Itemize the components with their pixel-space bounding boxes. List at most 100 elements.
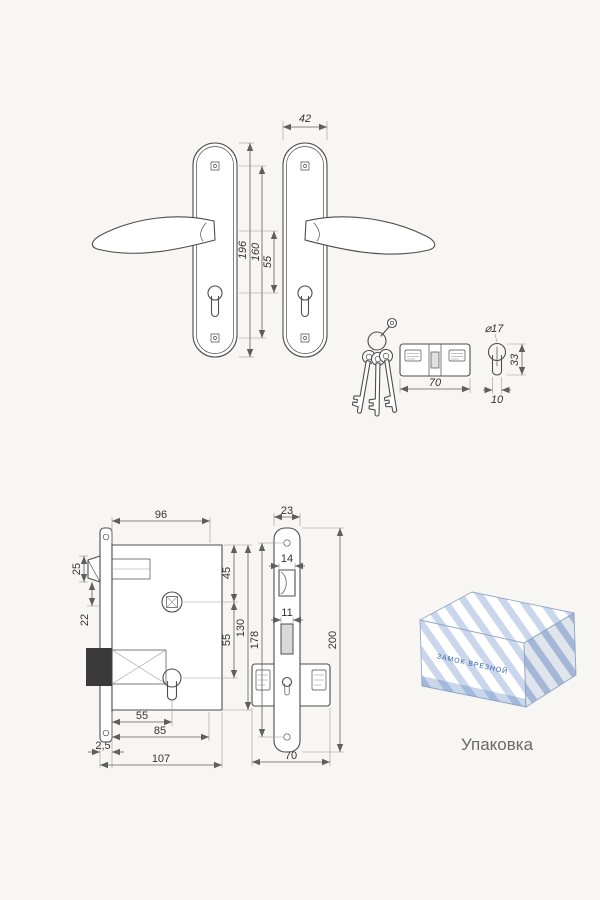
package-caption: Упаковка: [461, 735, 534, 754]
dim-faceplate-height: 200: [302, 527, 344, 753]
dim-cylinder-height: 33: [507, 343, 526, 376]
dim-latch-width: 14: [269, 553, 305, 570]
dim-faceplate-width: 23: [273, 505, 301, 526]
right-backplate-inner: [286, 146, 324, 354]
left-top-screw: [210, 161, 220, 171]
handle-set-drawing: 42 196 160 55: [91, 113, 436, 358]
plate-cylinder-slot: [284, 683, 290, 696]
right-bottom-screw: [300, 333, 310, 343]
right-handle: [304, 216, 436, 255]
dim-label-screw-spacing: 160: [250, 242, 262, 261]
dim-case-depth: 70: [251, 708, 331, 766]
left-handle: [91, 216, 216, 254]
dim-label-case-depth: 70: [285, 750, 297, 762]
dim-label-total-depth: 107: [152, 753, 170, 765]
package-box: ЗАМОК ВРЕЗНОЙ: [418, 591, 577, 708]
cylinder-profile-slot: [491, 354, 503, 376]
dim-label-faceplate-height: 200: [327, 631, 339, 649]
dim-label-cylinder-length: 70: [429, 377, 442, 389]
handle-follower: [161, 591, 183, 613]
right-keyhole-circle: [297, 285, 313, 301]
cylinder-drawing: 70 ⌀17 33 10: [399, 323, 526, 406]
dim-cylinder-length: 70: [399, 377, 471, 393]
lock-faceplate-edge: [99, 527, 113, 743]
dim-handle-to-keyhole: 55: [239, 230, 278, 294]
dim-label-cylinder-height: 33: [509, 353, 521, 366]
key-ring: [367, 331, 387, 351]
latch-bolt: [87, 555, 101, 583]
dim-label-top-to-follower: 45: [221, 567, 233, 579]
right-bottom-screw-dot: [303, 336, 307, 340]
deadbolt: [86, 648, 112, 686]
dim-label-backset: 55: [136, 710, 148, 722]
faceplate-screw-hole-top: [283, 539, 291, 547]
cylinder-label-left: [404, 349, 422, 362]
right-top-screw: [300, 161, 310, 171]
box-side-face: [523, 612, 577, 708]
dim-body-height: 130: [222, 545, 252, 711]
faceplate-drawing: 23 14 11 178 200: [249, 505, 344, 766]
right-top-screw-dot: [303, 164, 307, 168]
dim-label-profile-width: 10: [491, 394, 504, 406]
dim-label-bolt-width: 11: [281, 607, 292, 619]
dim-label-offset-85: 85: [154, 725, 166, 737]
latch-opening: [278, 569, 296, 597]
dim-bolt-width: 11: [271, 607, 303, 624]
key-3: [376, 348, 402, 415]
dim-body-width: 96: [111, 509, 211, 543]
left-backplate-inner: [196, 146, 234, 354]
cylinder-cam: [430, 351, 440, 369]
deadbolt-tail: [111, 649, 167, 685]
dim-label-plate-width: 42: [299, 113, 311, 125]
dim-profile-width: 10: [483, 377, 511, 406]
case-label-right: [311, 669, 327, 691]
dim-cylinder-diameter: ⌀17: [485, 323, 505, 343]
dim-label-plate-height: 196: [237, 240, 249, 259]
dim-label-screw-hole-spacing: 178: [249, 631, 261, 649]
latch-bevel-line: [280, 571, 287, 595]
faceplate-edge-screw-bottom: [102, 729, 110, 737]
box-front-band: [422, 676, 526, 707]
plate-cylinder-hole: [281, 676, 293, 688]
faceplate-screw-hole-bottom: [283, 733, 291, 741]
dim-offset-22: 22: [79, 582, 100, 626]
dim-offset-85: 85: [112, 712, 210, 741]
dim-label-handle-to-keyhole: 55: [262, 255, 274, 268]
dim-plate-height: 196: [237, 142, 254, 358]
dim-follower-to-cylinder: 55: [183, 602, 238, 679]
dim-label-body-height: 130: [235, 619, 247, 637]
dim-plate-width: 42: [282, 113, 328, 140]
lock-body-drawing: 96 25 22 45 55 1: [71, 509, 252, 769]
left-bottom-screw: [210, 333, 220, 343]
bolt-opening: [280, 623, 294, 655]
follower-square-hole: [166, 596, 178, 608]
faceplate-edge-screw-top: [102, 533, 110, 541]
small-key: [380, 317, 398, 337]
left-top-screw-dot: [213, 164, 217, 168]
dim-label-faceplate-thickness: 2,5: [95, 740, 110, 752]
dim-label-latch-width: 14: [281, 553, 293, 565]
cylinder-label-right: [448, 349, 466, 362]
right-backplate: [282, 142, 328, 358]
dim-label-cylinder-diameter: ⌀17: [485, 323, 505, 335]
dim-label-offset-22: 22: [79, 614, 91, 626]
dim-top-to-follower: 45: [184, 544, 252, 603]
right-handle-neck-line: [313, 222, 320, 242]
dim-screw-spacing: 160: [239, 165, 266, 339]
dim-faceplate-thickness: 2,5: [88, 740, 124, 768]
dim-screw-hole-spacing: 178: [249, 542, 283, 738]
left-keyhole-circle: [207, 285, 223, 301]
dim-label-faceplate-width: 23: [281, 505, 293, 517]
left-keyhole-slot: [210, 295, 220, 318]
dim-total-depth: 107: [100, 712, 223, 769]
left-handle-neck-line: [200, 222, 207, 242]
left-backplate: [192, 142, 238, 358]
cylinder-hole-circle: [162, 668, 182, 688]
dim-latch-height: 25: [71, 555, 88, 583]
dim-label-latch-height: 25: [71, 563, 83, 575]
keys: [350, 317, 402, 417]
right-keyhole-slot: [300, 295, 310, 318]
left-bottom-screw-dot: [213, 336, 217, 340]
box-side-shade: [524, 613, 576, 707]
